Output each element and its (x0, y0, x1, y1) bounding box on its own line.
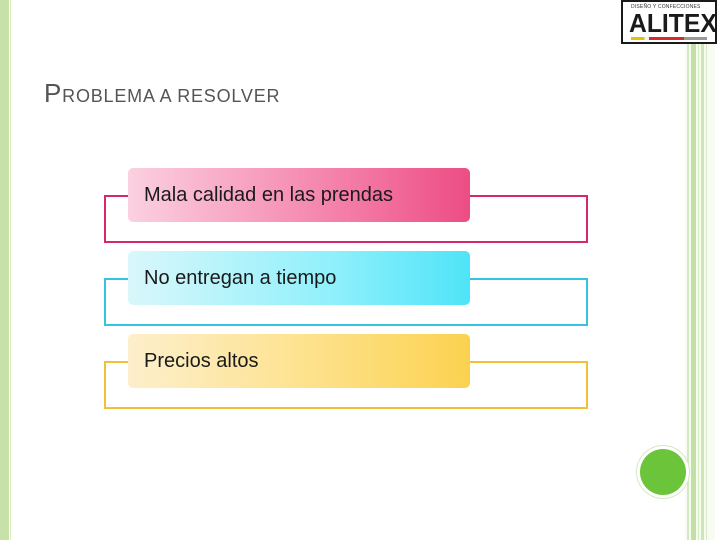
left-decorative-line (10, 0, 11, 540)
logo-color-bar (631, 37, 707, 40)
item-card: Mala calidad en las prendas (128, 168, 470, 222)
left-decorative-stripe (0, 0, 9, 540)
logo-wordmark: ALITEX (629, 8, 717, 38)
right-decorative-stripe (687, 0, 689, 540)
title-first-letter: P (44, 78, 63, 108)
right-decorative-stripe (691, 0, 696, 540)
right-stripe-background (685, 0, 715, 540)
right-decorative-stripe (706, 0, 707, 540)
item-label: No entregan a tiempo (144, 266, 337, 289)
right-decorative-stripe (698, 0, 699, 540)
item-card: No entregan a tiempo (128, 251, 470, 305)
alitex-logo: DISEÑO Y CONFECCIONES ALITEX (621, 0, 717, 44)
right-decorative-stripe (701, 0, 704, 540)
title-rest: ROBLEMA A RESOLVER (62, 86, 281, 106)
logo-tagline: DISEÑO Y CONFECCIONES (631, 4, 701, 10)
item-label: Mala calidad en las prendas (144, 183, 394, 206)
item-card: Precios altos (128, 334, 470, 388)
green-circle-decoration (640, 449, 686, 495)
slide-title: PROBLEMA A RESOLVER (44, 78, 280, 109)
item-label: Precios altos (144, 349, 259, 372)
